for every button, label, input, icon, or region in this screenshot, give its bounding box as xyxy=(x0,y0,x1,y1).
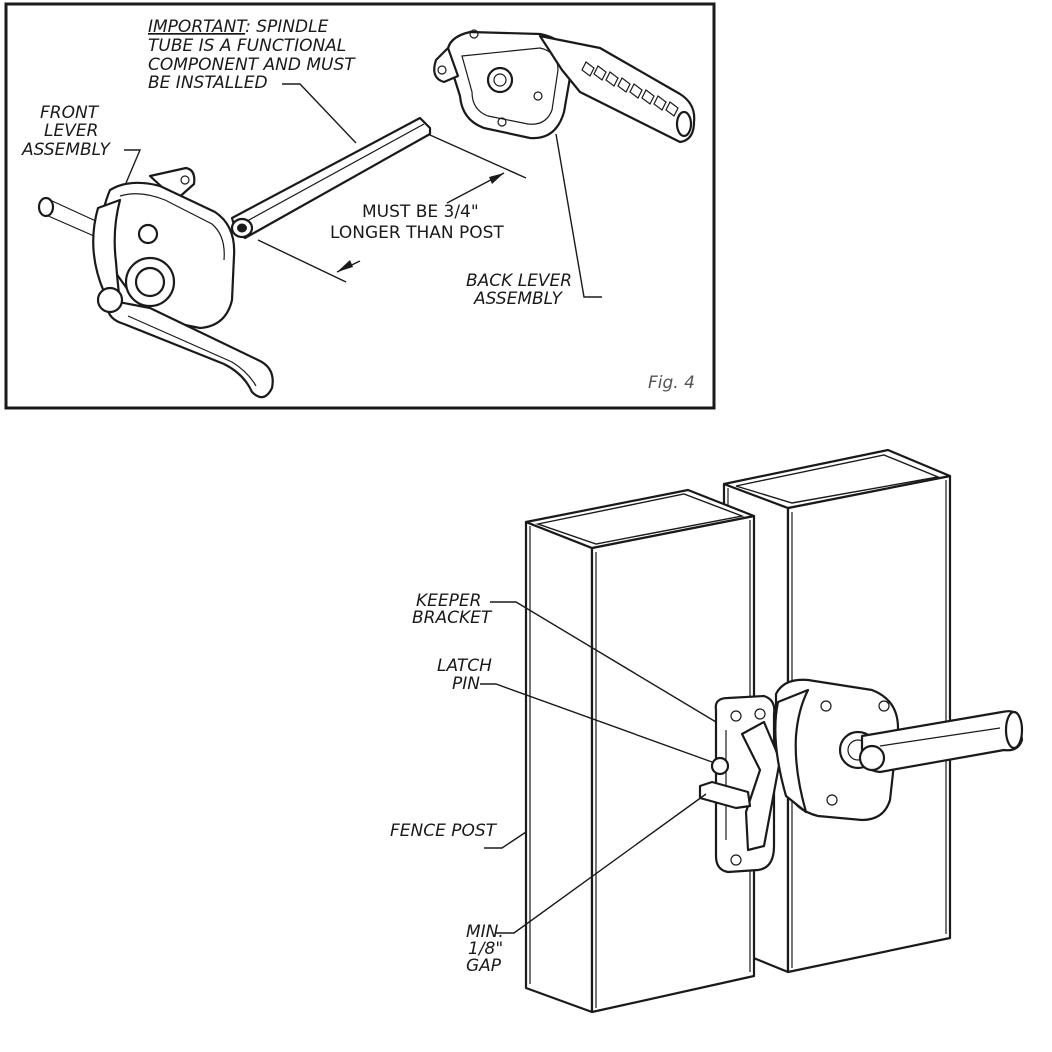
back-lever-assembly-icon xyxy=(433,29,696,144)
back-line2: ASSEMBLY xyxy=(473,289,564,309)
important-line3: COMPONENT AND MUST xyxy=(148,55,356,75)
fence-post-front-icon xyxy=(524,488,756,1014)
front-line2: LEVER xyxy=(44,121,98,141)
important-heading: IMPORTANT xyxy=(148,17,248,37)
back-line1: BACK LEVER xyxy=(466,271,572,291)
important-line2: TUBE IS A FUNCTIONAL xyxy=(148,36,346,56)
important-line4: BE INSTALLED xyxy=(148,73,268,93)
important-line1-rest: : SPINDLE xyxy=(245,17,328,37)
front-lever-assembly-icon xyxy=(37,166,274,399)
latch-line2: PIN xyxy=(452,674,480,694)
gap-line1: MIN. xyxy=(466,922,504,942)
keeper-line1: KEEPER xyxy=(416,591,481,611)
svg-text:IMPORTANT: SPINDLE: IMPORTANT: SPINDLE xyxy=(148,17,329,37)
fig4-frame xyxy=(4,2,716,410)
front-lever-label: FRONT LEVER ASSEMBLY xyxy=(21,103,142,184)
gap-label: MIN. 1/8" GAP xyxy=(466,793,707,976)
back-lever-label: BACK LEVER ASSEMBLY xyxy=(466,133,602,309)
latch-line1: LATCH xyxy=(437,656,492,676)
front-line1: FRONT xyxy=(40,103,100,123)
keeper-line2: BRACKET xyxy=(412,608,493,628)
gap-line3: GAP xyxy=(466,956,502,976)
must-line2: LONGER THAN POST xyxy=(330,223,504,243)
length-dimension: MUST BE 3/4" LONGER THAN POST xyxy=(257,134,527,283)
gap-line2: 1/8" xyxy=(468,939,503,959)
front-line3: ASSEMBLY xyxy=(21,140,112,160)
important-note: IMPORTANT: SPINDLE TUBE IS A FUNCTIONAL … xyxy=(148,17,357,144)
fence-post-label: FENCE POST xyxy=(390,821,527,849)
figure-label: Fig. 4 xyxy=(648,373,695,393)
latch-pin-label: LATCH PIN xyxy=(437,656,713,763)
must-line1: MUST BE 3/4" xyxy=(362,202,479,222)
latch-assembly-icon xyxy=(698,678,1024,874)
spindle-tube-icon xyxy=(230,116,432,240)
fence-post-text: FENCE POST xyxy=(390,821,498,841)
keeper-bracket-label: KEEPER BRACKET xyxy=(412,591,717,723)
